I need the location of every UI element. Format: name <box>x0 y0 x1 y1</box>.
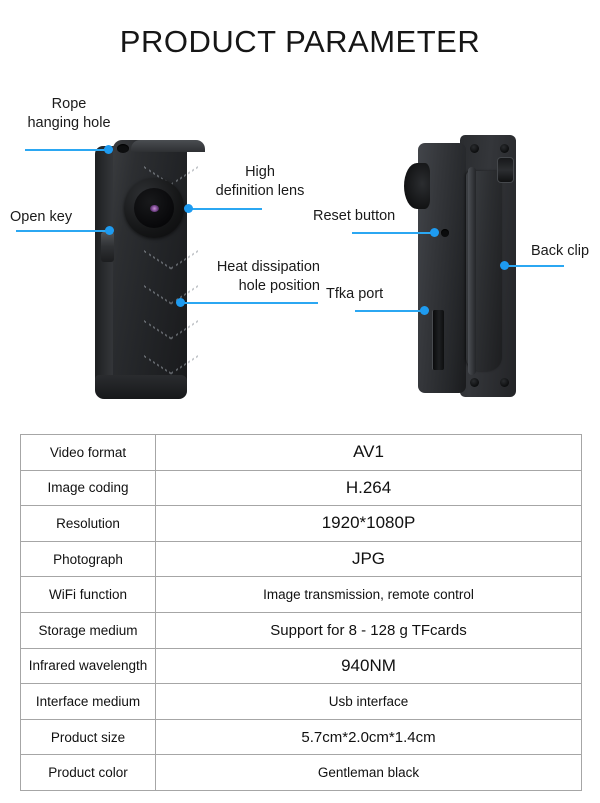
back-clip-edge <box>468 167 476 375</box>
leader-line-rope-hanging-hole <box>25 149 107 151</box>
product-illustration-area: Rope hanging hole Open key High definiti… <box>0 95 600 415</box>
spec-key-cell: WiFi function <box>20 576 156 613</box>
spec-key-cell: Infrared wavelength <box>20 647 156 685</box>
spec-key-cell: Interface medium <box>20 683 156 720</box>
callout-line-2: definition lens <box>215 183 305 199</box>
spec-key-cell: Product color <box>20 754 156 791</box>
leader-line-back-clip <box>506 265 564 267</box>
callout-line-1: Heat dissipation <box>216 259 320 275</box>
callout-high-definition-lens: High definition lens <box>195 163 325 201</box>
callout-line-1: High <box>245 164 275 180</box>
spec-value-cell: 940NM <box>155 647 582 685</box>
rope-hanging-hole-feature <box>117 144 129 153</box>
callout-line-1: Reset button <box>313 208 396 224</box>
lens-profile <box>404 163 430 209</box>
spec-value-cell: Support for 8 - 128 g TFcards <box>155 611 582 649</box>
callout-tfka-port: Tfka port <box>326 285 426 304</box>
spec-value-cell: Image transmission, remote control <box>155 576 582 613</box>
spec-value-cell: AV1 <box>155 434 582 471</box>
callout-line-1: Rope <box>51 96 87 112</box>
lens-feature <box>124 178 184 238</box>
vent-chevron <box>145 320 197 340</box>
spec-key-cell: Resolution <box>20 505 156 542</box>
leader-line-heat-dissipation <box>183 302 318 304</box>
spec-key-cell: Photograph <box>20 540 156 578</box>
vent-chevron <box>145 355 197 375</box>
spec-key-cell: Storage medium <box>20 611 156 649</box>
callout-rope-hanging-hole: Rope hanging hole <box>14 95 124 133</box>
leader-line-high-definition-lens <box>190 208 262 210</box>
spec-key-cell: Video format <box>20 434 156 471</box>
camera-top-bevel <box>131 140 205 152</box>
callout-reset-button: Reset button <box>313 207 433 226</box>
callout-line-2: hole position <box>238 278 320 294</box>
callout-line-1: Open key <box>10 209 73 225</box>
camera-front-view <box>95 140 205 399</box>
leader-dot-open-key <box>105 226 114 235</box>
leader-dot-back-clip <box>500 261 509 270</box>
leader-line-tfka-port <box>355 310 423 312</box>
screw-hole <box>500 378 509 387</box>
usb-port-feature <box>497 157 514 183</box>
screw-hole <box>470 378 479 387</box>
callout-line-2: hanging hole <box>27 115 111 131</box>
lens-inner <box>134 188 174 228</box>
spec-value-cell: Usb interface <box>155 683 582 720</box>
callout-open-key: Open key <box>10 208 120 227</box>
callout-line-1: Back clip <box>531 243 590 259</box>
leader-dot-tfka-port <box>420 306 429 315</box>
lens-glint <box>150 205 159 212</box>
spec-value-cell: Gentleman black <box>155 754 582 791</box>
callout-line-1: Tfka port <box>326 286 384 302</box>
reset-button-feature <box>441 229 449 237</box>
spec-value-cell: 5.7cm*2.0cm*1.4cm <box>155 718 582 756</box>
spec-value-cell: JPG <box>155 540 582 578</box>
spec-key-cell: Product size <box>20 718 156 756</box>
leader-dot-reset-button <box>430 228 439 237</box>
spec-key-cell: Image coding <box>20 469 156 507</box>
open-key-feature <box>101 232 114 262</box>
callout-heat-dissipation: Heat dissipation hole position <box>185 258 320 296</box>
spec-value-cell: 1920*1080P <box>155 505 582 542</box>
page-title: PRODUCT PARAMETER <box>119 24 481 59</box>
camera-bottom-face <box>95 375 187 399</box>
callout-back-clip: Back clip <box>531 242 600 261</box>
screw-hole <box>470 144 479 153</box>
tf-card-slot-feature <box>432 310 444 370</box>
leader-dot-heat-dissipation <box>176 298 185 307</box>
leader-line-open-key <box>16 230 108 232</box>
leader-line-reset-button <box>352 232 434 234</box>
camera-front-face <box>113 140 205 387</box>
spec-value-cell: H.264 <box>155 469 582 507</box>
leader-dot-rope-hanging-hole <box>104 145 113 154</box>
leader-dot-high-definition-lens <box>184 204 193 213</box>
screw-hole <box>500 144 509 153</box>
